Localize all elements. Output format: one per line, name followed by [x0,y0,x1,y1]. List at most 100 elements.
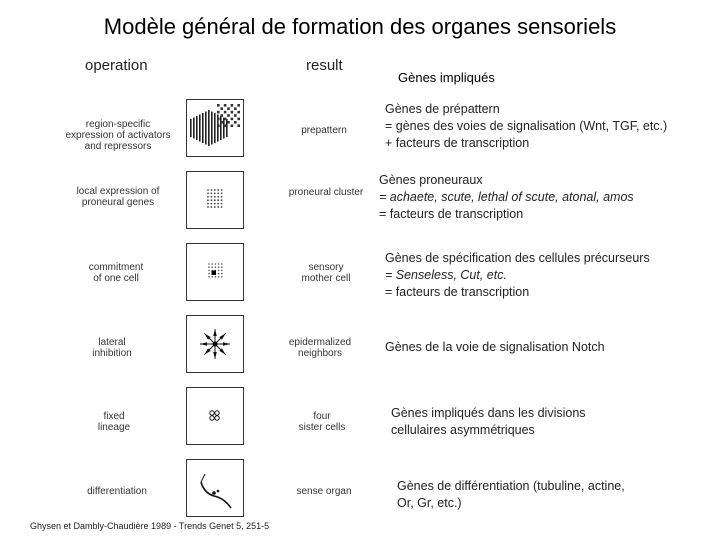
cluster-dot [221,263,223,265]
prepattern-stripe [193,117,195,139]
prepattern-checker-cell [227,114,230,117]
inhibition-arrowhead [200,342,207,346]
step-2-operation-line: local expression of [76,186,160,197]
step-4-genes: Gènes de la voie de signalisation Notch [385,339,605,356]
cluster-dot [217,199,220,202]
result-column-header: result [306,57,343,74]
inhibition-arrowhead [223,342,230,346]
sister-cell [214,415,220,421]
prepattern-stripe [196,116,198,140]
bristle-tip [200,473,206,483]
cluster-dot [213,192,216,195]
prepattern-checker-cell [237,104,240,107]
step-3-operation-line: of one cell [93,273,139,284]
cluster-dot [217,202,220,205]
prepattern-checker-cell [230,124,234,127]
step-5-operation-line: fixed [103,411,125,422]
cluster-dot [220,189,223,191]
step-6-genes-line: Or, Gr, etc.) [397,496,462,510]
step-5-genes-line: cellulaires asymmétriques [391,423,535,437]
step-4-genes-line: Gènes de la voie de signalisation Notch [385,340,605,354]
citation: Ghysen et Dambly-Chaudière 1989 - Trends… [30,521,270,531]
prepattern-stripe [208,110,210,146]
genes-column-header: Gènes impliqués [398,70,495,85]
inhibition-center-cell [212,341,218,347]
cluster-dot [217,276,220,278]
step-3-result-line: mother cell [301,273,351,284]
cluster-dot [207,206,209,208]
cluster-dot [213,206,216,208]
step-6-result-line: sense organ [296,486,352,497]
cluster-dot [217,269,220,272]
prepattern-checker-cell [237,124,240,127]
step-6-operation-line: differentiation [87,486,147,497]
sister-cell [209,415,215,421]
cluster-dot [213,199,216,202]
prepattern-stripe [214,113,216,143]
step-2-result: proneural cluster [284,187,368,198]
cluster-dot [208,276,210,278]
cluster-dot [208,263,210,265]
prepattern-checker-cell [217,104,220,107]
step-2-genes-line: = achaete, scute, lethal of scute, atona… [379,190,634,204]
cluster-dot [208,272,210,275]
inhibition-arrowhead [219,348,226,355]
cluster-dot [220,199,223,202]
cluster-dot [207,202,209,205]
cluster-dot [211,266,213,268]
step-5-genes: Gènes impliqués dans les divisions cellu… [391,405,586,439]
inhibition-arrowhead [219,333,226,340]
step-5-fixed-lineage-diagram [186,387,244,445]
step-6-operation: differentiation [57,486,177,497]
step-6-genes: Gènes de différentiation (tubuline, acti… [397,478,625,512]
cluster-dot [210,195,213,198]
step-1-operation-line: expression of activators [65,130,171,141]
cluster-dot [217,266,220,268]
cluster-dot [213,202,216,205]
step-6-genes-line: Gènes de différentiation (tubuline, acti… [397,479,625,493]
cluster-dot [214,276,217,278]
prepattern-stripe [217,114,219,142]
prepattern-checker-cell [220,121,223,124]
prepattern-checker-cell [223,124,227,127]
cluster-dot [213,195,216,198]
cluster-dot [220,192,223,195]
step-1-result: prepattern [284,125,364,136]
step-4-result: epidermalized neighbors [280,337,360,359]
cluster-dot [208,269,210,272]
step-3-sensory-mother-cell-diagram [186,243,244,301]
prepattern-checker-cell [237,110,240,114]
step-1-operation: region-specific expression of activators… [58,119,178,152]
prepattern-stripe [220,116,222,140]
prepattern-stripe [226,119,228,137]
step-3-operation-line: commitment [88,262,144,273]
cluster-dot [207,189,209,191]
cluster-dot [220,202,223,205]
step-2-genes-line: = facteurs de transcription [379,207,524,221]
prepattern-checker-cell [223,117,227,121]
cluster-dot [207,199,209,202]
step-1-result-line: prepattern [301,125,347,136]
step-1-genes-line: Gènes de prépattern [385,102,500,116]
cluster-dot [210,199,213,202]
prepattern-checker-cell [234,114,237,117]
step-5-operation: fixed lineage [54,411,174,433]
step-4-result-line: neighbors [298,348,342,359]
prepattern-checker-cell [230,117,234,121]
step-1-operation-line: region-specific [85,119,151,130]
prepattern-stripe [211,111,213,145]
sister-cell [209,410,215,416]
step-6-result: sense organ [284,486,364,497]
prepattern-checker-cell [234,107,237,110]
step-3-result: sensory mother cell [286,262,366,284]
step-5-result: four sister cells [282,411,362,433]
prepattern-checker-cell [230,110,234,114]
inhibition-arrowhead [213,352,217,359]
inhibition-arrowhead [213,329,217,336]
cluster-dot [211,263,213,265]
prepattern-stripe [190,119,192,137]
cluster-dot [210,206,213,208]
cluster-dot [221,276,223,278]
step-2-proneural-cluster-diagram [186,171,244,229]
cluster-dot [217,272,220,275]
